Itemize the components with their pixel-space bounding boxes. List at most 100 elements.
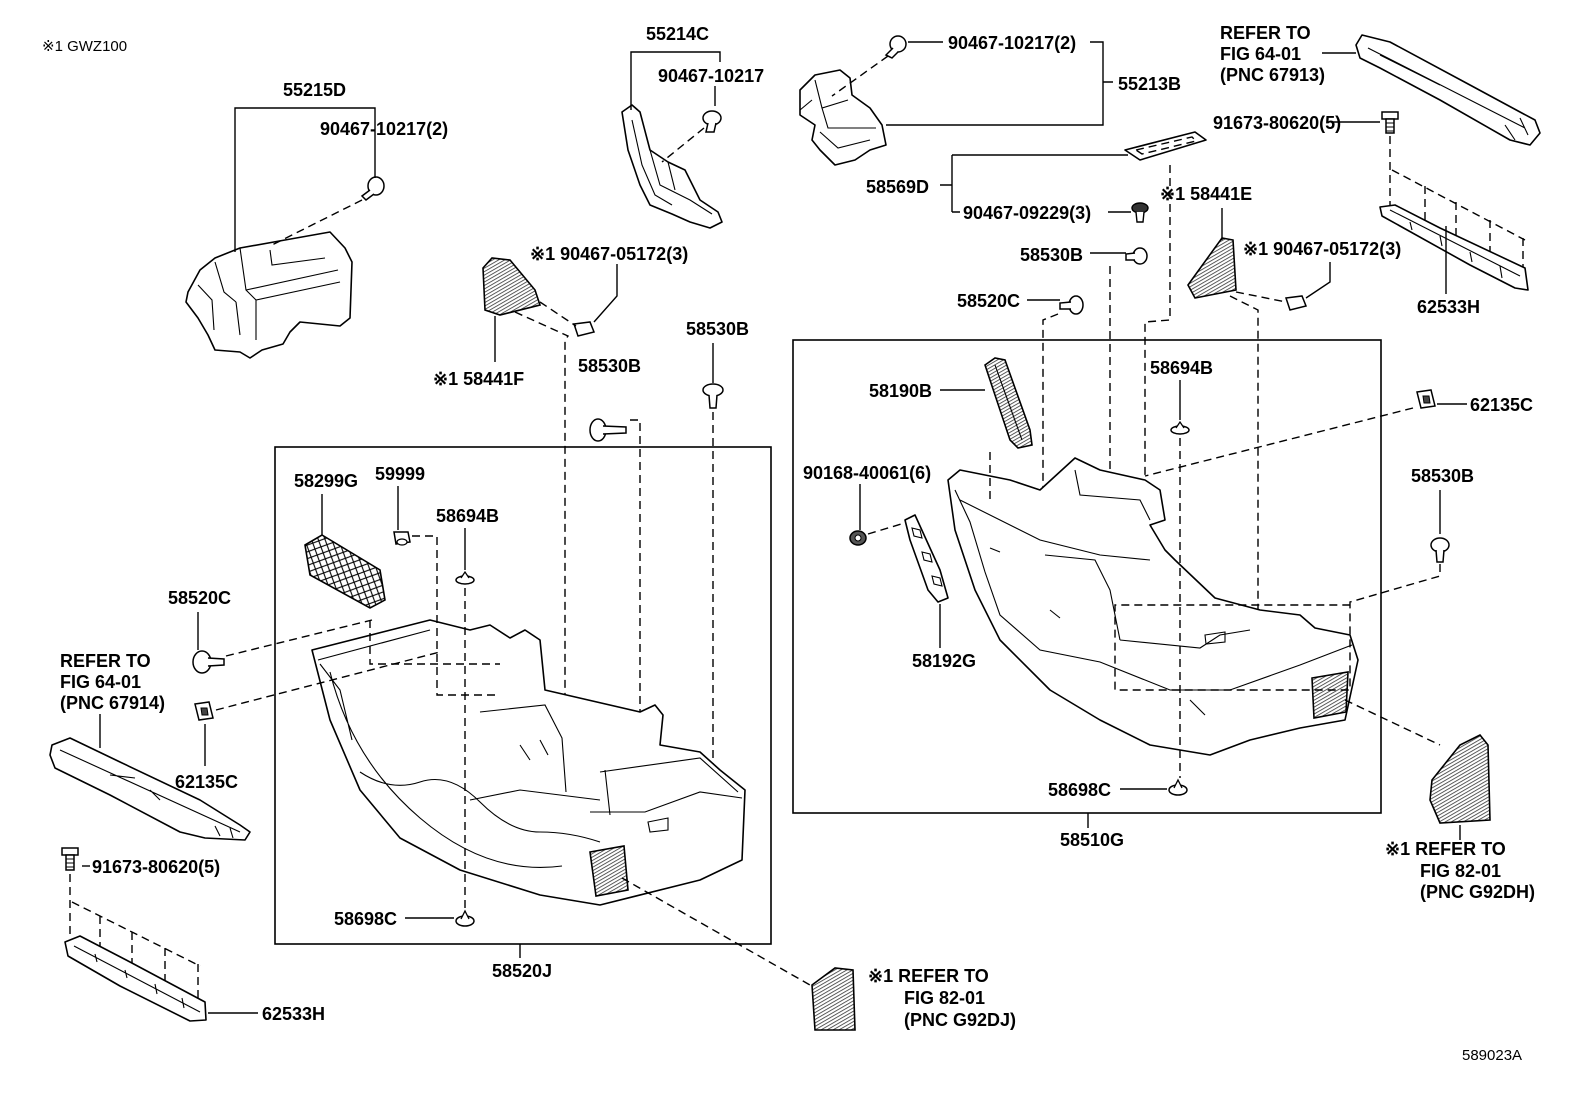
label-62135C-left: 62135C [175, 772, 238, 792]
dash-55213B [831, 55, 889, 97]
label-55214C: 55214C [646, 24, 709, 44]
gwz-note: ※1 GWZ100 [42, 38, 127, 55]
clip-62135C-left [194, 701, 214, 721]
refer-67914-line2: FIG 64-01 [60, 672, 141, 692]
pin-58530B-horizontal [589, 418, 627, 442]
refer-67914-line1: REFER TO [60, 651, 151, 671]
dash-58530B-right [1114, 564, 1441, 691]
label-58510G: 58510G [1060, 830, 1124, 850]
label-55213B: 55213B [1118, 74, 1181, 94]
label-90467-09229: 90467-09229(3) [963, 203, 1091, 223]
label-90467-10217-c: 90467-10217(2) [948, 33, 1076, 53]
dash-58441E [1229, 291, 1287, 680]
dash-58441F [514, 301, 577, 855]
refer-67913-line2: FIG 64-01 [1220, 44, 1301, 64]
dash-55215D [269, 199, 363, 247]
floor-carpet-58510G [947, 457, 1359, 756]
panel-55215D [185, 231, 353, 359]
label-55215D: 55215D [283, 80, 346, 100]
grille-58190B [984, 357, 1033, 449]
pin-58530B-right-top [1125, 247, 1148, 265]
refer-G92DJ-line3: (PNC G92DJ) [904, 1010, 1016, 1030]
screw-90467-09229 [1131, 202, 1149, 223]
label-58441F: ※1 58441F [433, 369, 524, 389]
dash-58530B-horizontal [630, 419, 641, 715]
pin-58530B-vertical [702, 383, 724, 409]
refer-G92DH-line3: (PNC G92DH) [1420, 882, 1535, 902]
label-62135C-right: 62135C [1470, 395, 1533, 415]
label-91673-right: 91673-80620(5) [1213, 113, 1341, 133]
cover-58441F [482, 257, 542, 316]
leader-55215D [234, 107, 376, 252]
grommet-58698C-right [1168, 778, 1188, 796]
floor-carpet-58520J [311, 619, 746, 906]
retainer-62533H-left [64, 935, 207, 1022]
screw-91673-right [1381, 111, 1399, 134]
dash-58299G [369, 620, 500, 665]
dash-55214C [661, 127, 705, 163]
refer-67913-line1: REFER TO [1220, 23, 1311, 43]
clip-90467-10217-a [360, 176, 385, 201]
refer-67914-line3: (PNC 67914) [60, 693, 165, 713]
refer-67913-line3: (PNC 67913) [1220, 65, 1325, 85]
label-58694B-left: 58694B [436, 506, 499, 526]
panel-55213B [799, 69, 887, 166]
clip-90467-10217-c [884, 35, 907, 59]
label-58530B-horizontal: 58530B [578, 356, 641, 376]
leader-90467-05172-right [1305, 262, 1331, 299]
label-58441E: ※1 58441E [1160, 184, 1252, 204]
dash-90168-40061 [867, 521, 909, 535]
pin-58530B-right [1430, 537, 1450, 563]
clip-62135C-right [1416, 389, 1436, 409]
leader-90467-05172-left [593, 264, 618, 323]
cover-G92DJ [811, 967, 856, 1031]
label-62533H-right: 62533H [1417, 297, 1480, 317]
refer-G92DH-line2: FIG 82-01 [1420, 861, 1501, 881]
dash-58520C-right [1042, 313, 1059, 492]
dash-G92DH [1344, 699, 1441, 746]
label-91673-left: 91673-80620(5) [92, 857, 220, 877]
label-58520C-left: 58520C [168, 588, 231, 608]
label-58698C-right: 58698C [1048, 780, 1111, 800]
label-58530B-vertical: 58530B [686, 319, 749, 339]
retainer-62533H-right [1379, 204, 1529, 291]
label-90467-05172-left: ※1 90467-05172(3) [530, 244, 688, 264]
label-58698C-left: 58698C [334, 909, 397, 929]
dash-59999 [412, 535, 500, 696]
label-90467-10217-a: 90467-10217(2) [320, 119, 448, 139]
refer-G92DH-line1: ※1 REFER TO [1385, 839, 1506, 859]
grommet-58694B-right [1170, 420, 1190, 435]
leader-58569D [940, 154, 1131, 213]
refer-G92DJ-line2: FIG 82-01 [904, 988, 985, 1008]
label-62533H-left: 62533H [262, 1004, 325, 1024]
label-58530B-right-top: 58530B [1020, 245, 1083, 265]
scuff-plate-right [1355, 34, 1541, 146]
screw-91673-left [61, 847, 79, 871]
grommet-58694B-left [455, 570, 475, 585]
leader-55214C [630, 51, 721, 110]
bracket-55214C [621, 104, 723, 229]
label-58694B-right: 58694B [1150, 358, 1213, 378]
leader-55213B [886, 41, 1113, 126]
dash-91673-right [1389, 136, 1526, 282]
label-58530B-right: 58530B [1411, 466, 1474, 486]
dash-91673-left [69, 874, 201, 1004]
label-90467-10217-b: 90467-10217 [658, 66, 764, 86]
grommet-58698C-left [455, 909, 475, 927]
nut-90168-40061 [849, 530, 867, 546]
label-58299G: 58299G [294, 471, 358, 491]
label-59999: 59999 [375, 464, 425, 484]
right-assembly-frame [792, 339, 1382, 814]
grille-58299G [304, 534, 386, 609]
clip-58520C-left [192, 650, 225, 674]
label-58190B: 58190B [869, 381, 932, 401]
label-58520J: 58520J [492, 961, 552, 981]
clip-90467-10217-b [702, 110, 722, 133]
label-90467-05172-right: ※1 90467-05172(3) [1243, 239, 1401, 259]
figure-code: 589023A [1462, 1047, 1522, 1064]
dash-G92DJ [621, 877, 811, 986]
label-58569D: 58569D [866, 177, 929, 197]
left-assembly-frame [274, 446, 772, 945]
pad-58569D [1124, 131, 1207, 161]
clip-59999 [393, 531, 411, 546]
